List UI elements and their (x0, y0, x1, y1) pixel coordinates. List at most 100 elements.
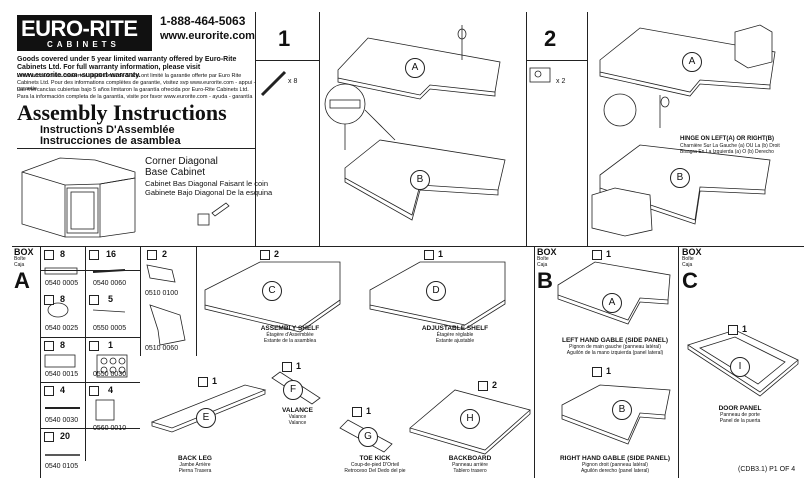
hinge-title: HINGE ON LEFT(A) OR RIGHT(B) (680, 136, 774, 142)
part-f-letter: F (283, 380, 303, 400)
part-i-caption: DOOR PANEL Panneau de porte Panel de la … (700, 405, 780, 424)
box-a-header: BOX Boîte Caja A (14, 248, 34, 294)
hw-qty: 5 (108, 294, 114, 304)
hinge-es: Bisagra En La Izquierda (a) O (b) Derech… (680, 149, 774, 155)
step2-hinge-magnify (603, 93, 670, 128)
part-f-fr: Valance (288, 414, 307, 420)
part-a-letter: A (602, 293, 622, 313)
part-f-qty: 1 (296, 361, 302, 371)
hw-checkbox[interactable] (44, 250, 54, 260)
hw-qty: 4 (60, 385, 66, 395)
part-d-qty: 1 (438, 249, 444, 259)
website[interactable]: www.eurorite.com (160, 30, 255, 42)
part-g-qty: 1 (366, 406, 372, 416)
euro-rite-logo: EURO-RITE CABINETS (17, 15, 152, 51)
part-e-checkbox[interactable] (198, 377, 208, 387)
hw-qty: 4 (108, 385, 114, 395)
part-b-caption: RIGHT HAND GABLE (SIDE PANEL) Pignon dro… (555, 455, 675, 474)
hw-part-number: 0540 0060 (93, 280, 127, 287)
hw-screw (92, 269, 126, 273)
divider-step1-num (255, 60, 319, 61)
part-i-letter: I (730, 357, 750, 377)
part-e-name: BACK LEG (178, 455, 212, 462)
part-e-es: Pierna Trasera (178, 468, 212, 474)
divider-box-b (534, 246, 535, 478)
hw-part-number: 0510 0060 (145, 345, 179, 352)
part-i-fr: Panneau de porte (720, 412, 760, 418)
part-f-checkbox[interactable] (282, 362, 292, 372)
hw-nail (92, 309, 126, 313)
box-a-es: Caja (14, 262, 25, 268)
hw-part-number: 0540 0025 (45, 325, 79, 332)
hw-qty: 8 (60, 294, 66, 304)
part-b-qty: 1 (606, 366, 612, 376)
divider-box-c (678, 246, 679, 478)
hw-checkbox[interactable] (89, 386, 99, 396)
part-b-letter: B (612, 400, 632, 420)
hw-plate (95, 399, 115, 421)
part-c-fr: Étagère d'Assemblée (266, 332, 314, 338)
cabinet-name-translations: Cabinet Bas Diagonal Faisant le coin Gab… (145, 179, 272, 197)
part-e-drawing (150, 384, 267, 433)
hw-checkbox[interactable] (44, 386, 54, 396)
step1-screwdriver (457, 25, 467, 60)
box-c-header: BOX Boîte Caja C (682, 248, 702, 294)
part-h-checkbox[interactable] (478, 381, 488, 391)
box-b-label: BOX (537, 247, 557, 257)
dowel-magnify (324, 83, 396, 150)
part-f-es: Valance (288, 420, 307, 426)
hw-qty: 8 (60, 249, 66, 259)
hw-part-number: 0510 0100 (145, 290, 179, 297)
box-a-label: BOX (14, 247, 34, 257)
hw-checkbox[interactable] (147, 250, 157, 260)
part-a-name: LEFT HAND GABLE (SIDE PANEL) (561, 337, 669, 344)
dowel-icon-step1 (260, 70, 287, 97)
part-a-es: Aguilón de la mano izquierda (panel late… (566, 350, 664, 356)
hw-checkbox[interactable] (89, 341, 99, 351)
part-e-letter: E (196, 408, 216, 428)
part-c-letter: C (262, 281, 282, 301)
title-spanish: Instrucciones de asamblea (40, 135, 181, 147)
part-a-checkbox[interactable] (592, 250, 602, 260)
hw-shelf-pins (96, 354, 128, 378)
part-g-checkbox[interactable] (352, 407, 362, 417)
step-2-qty: x 2 (556, 78, 566, 85)
part-a-qty: 1 (606, 249, 612, 259)
box-c-fr: Boîte (682, 256, 694, 262)
box-a-letter: A (14, 268, 30, 293)
hw-checkbox[interactable] (44, 341, 54, 351)
step-1-number: 1 (278, 26, 291, 51)
part-a-gable-drawing (557, 261, 671, 325)
box-a-fr: Boîte (14, 256, 26, 262)
divider-step1-left (255, 12, 256, 246)
part-h-es: Tablero trasero (453, 468, 487, 474)
part-g-es: Retroceso Del Dedo del pie (344, 468, 406, 474)
divider-step2-left (526, 12, 527, 246)
hw-grid-line (85, 246, 86, 461)
step1-label-b: B (410, 170, 430, 190)
part-d-checkbox[interactable] (424, 250, 434, 260)
part-c-checkbox[interactable] (260, 250, 270, 260)
hw-checkbox[interactable] (44, 432, 54, 442)
warranty-french: Les marchandises couvertes au-dessous de… (17, 73, 256, 92)
pencil-icon (211, 202, 230, 217)
hw-checkbox[interactable] (44, 295, 54, 305)
part-h-name: BACKBOARD (448, 455, 492, 462)
step2-label-a: A (682, 52, 702, 72)
warranty-spanish: Las mercancías cubiertas bajo 5 años lim… (17, 87, 253, 100)
part-b-checkbox[interactable] (592, 367, 602, 377)
divider-boxes (12, 246, 804, 247)
hw-checkbox[interactable] (89, 295, 99, 305)
hw-qty: 8 (60, 340, 66, 350)
part-f-caption: VALANCE Valance Valance (270, 407, 325, 426)
hinge-fr: Charnière Sur La Gauche (a) OU La (b) Dr… (680, 143, 780, 149)
hw-bracket (149, 304, 186, 346)
hw-part-number: 0540 0005 (45, 280, 79, 287)
cabinet-name-line1: Corner Diagonal (145, 156, 218, 167)
part-a-fr: Pignon de main gauche (panneau latéral) (569, 344, 661, 350)
hw-checkbox[interactable] (89, 250, 99, 260)
part-c-name: ASSEMBLY SHELF (260, 325, 320, 332)
part-h-fr: Panneau arrière (452, 462, 488, 468)
part-i-checkbox[interactable] (728, 325, 738, 335)
